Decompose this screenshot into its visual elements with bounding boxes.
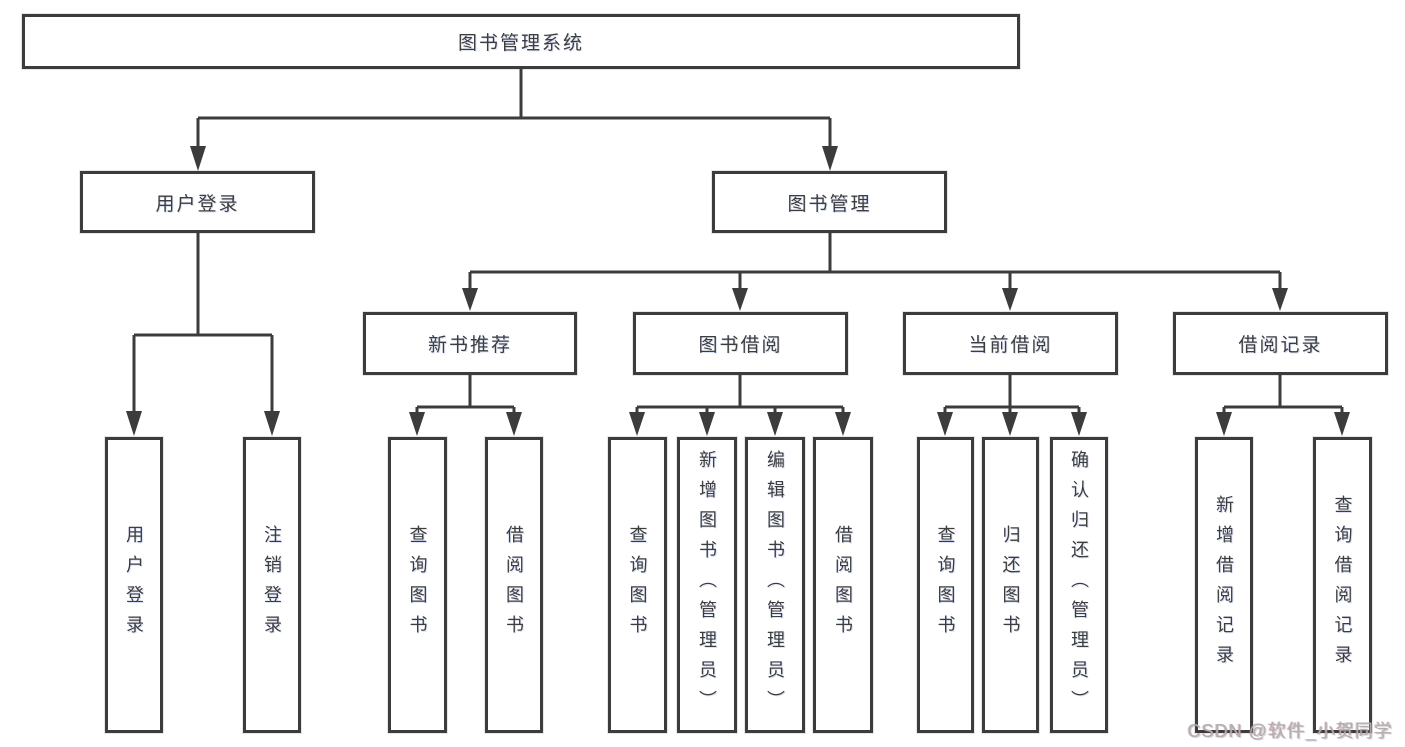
node-book-borrow-label: 图书借阅 — [698, 335, 783, 356]
leaf-borrow-books-label: 借阅图书 — [833, 525, 853, 645]
node-current-borrow: 当前借阅 — [903, 312, 1118, 375]
node-borrow-records: 借阅记录 — [1173, 312, 1388, 375]
leaf-query-borrow-record: 查询借阅记录 — [1313, 437, 1372, 733]
node-root: 图书管理系统 — [22, 14, 1020, 69]
leaf-confirm-return-admin-label: 确认归还（管理员） — [1069, 450, 1089, 720]
leaf-borrow-books: 借阅图书 — [813, 437, 873, 733]
leaf-add-book-admin: 新增图书（管理员） — [677, 437, 737, 733]
leaf-query-books-current-label: 查询图书 — [935, 525, 956, 645]
leaf-query-books-borrow: 查询图书 — [608, 437, 667, 733]
leaf-confirm-return-admin: 确认归还（管理员） — [1050, 437, 1108, 733]
leaf-edit-book-admin: 编辑图书（管理员） — [745, 437, 805, 733]
leaf-query-books-current: 查询图书 — [917, 437, 974, 733]
node-new-book-recommend-label: 新书推荐 — [427, 335, 512, 356]
leaf-add-book-admin-label: 新增图书（管理员） — [697, 450, 717, 720]
leaf-query-books-recommend: 查询图书 — [388, 437, 447, 733]
leaf-query-books-borrow-label: 查询图书 — [627, 525, 648, 645]
leaf-borrow-books-recommend-label: 借阅图书 — [504, 525, 524, 645]
leaf-return-books: 归还图书 — [982, 437, 1039, 733]
csdn-watermark: CSDN @软件_小贺同学 — [1187, 721, 1393, 741]
node-borrow-records-label: 借阅记录 — [1238, 335, 1323, 356]
node-root-label: 图书管理系统 — [457, 33, 584, 54]
leaf-user-login: 用户登录 — [105, 437, 163, 733]
leaf-add-borrow-record: 新增借阅记录 — [1195, 437, 1253, 733]
leaf-user-login-label: 用户登录 — [124, 525, 144, 645]
leaf-add-borrow-record-label: 新增借阅记录 — [1214, 495, 1234, 675]
leaf-query-borrow-record-label: 查询借阅记录 — [1332, 495, 1353, 675]
node-user-login: 用户登录 — [80, 171, 315, 233]
node-new-book-recommend: 新书推荐 — [363, 312, 577, 375]
node-book-borrow: 图书借阅 — [633, 312, 848, 375]
node-user-login-label: 用户登录 — [155, 193, 240, 215]
node-current-borrow-label: 当前借阅 — [968, 335, 1053, 356]
leaf-query-books-recommend-label: 查询图书 — [407, 525, 428, 645]
leaf-return-books-label: 归还图书 — [1000, 525, 1021, 645]
node-book-management: 图书管理 — [712, 171, 947, 233]
leaf-logout-label: 注销登录 — [262, 525, 282, 645]
leaf-borrow-books-recommend: 借阅图书 — [485, 437, 543, 733]
leaf-logout: 注销登录 — [243, 437, 301, 733]
arrowheads — [126, 146, 1350, 436]
node-book-management-label: 图书管理 — [787, 193, 872, 215]
leaf-edit-book-admin-label: 编辑图书（管理员） — [765, 450, 785, 720]
